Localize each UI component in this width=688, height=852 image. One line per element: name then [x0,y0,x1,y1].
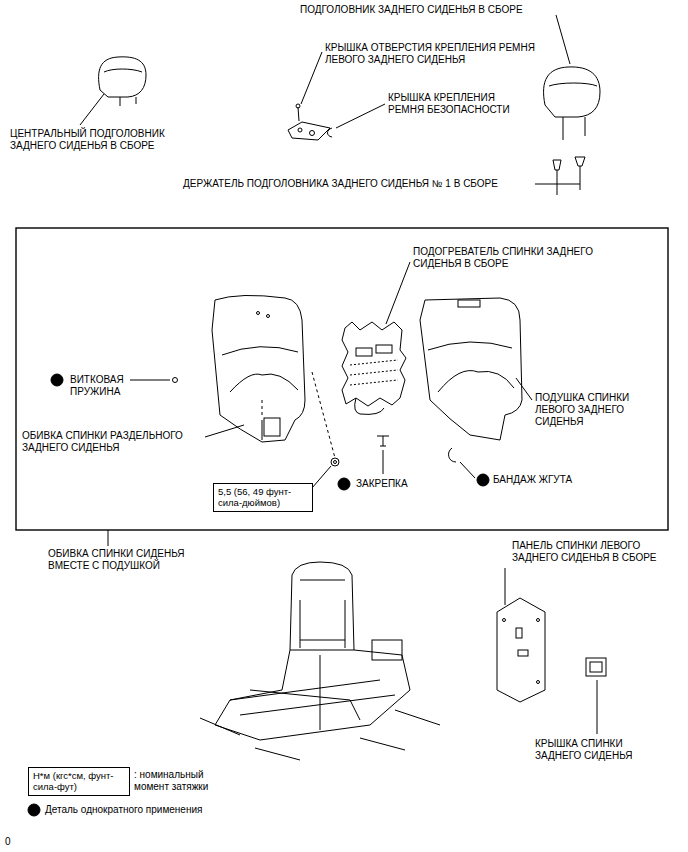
part-label: ПОДГОЛОВНИК ЗАДНЕГО СИДЕНЬЯ В СБОРЕ [300,4,523,16]
part-label: ПАНЕЛЬ СПИНКИ ЛЕВОГО ЗАДНЕГО СИДЕНЬЯ В С… [512,540,682,564]
part-label: ПОДОГРЕВАТЕЛЬ СПИНКИ ЗАДНЕГО СИДЕНЬЯ В С… [413,246,628,270]
part-label: ЗАКРЕПКА [356,478,408,490]
part-label: ВИТКОВАЯ ПРУЖИНА [70,374,140,398]
part-label: ПОДУШКА СПИНКИ ЛЕВОГО ЗАДНЕГО СИДЕНЬЯ [535,392,647,429]
part-label: КРЫШКА СПИНКИ ЗАДНЕГО СИДЕНЬЯ [535,738,655,762]
part-label: КРЫШКА ОТВЕРСТИЯ КРЕПЛЕНИЯ РЕМНЯ ЛЕВОГО … [325,42,540,66]
part-label: ОБИВКА СПИНКИ СИДЕНЬЯ ВМЕСТЕ С ПОДУШКОЙ [48,548,218,572]
box-text: 5,5 (56, 49 фунт-сила-дюймов) [218,486,291,508]
figure-code: 0 [5,836,11,848]
part-label: ДЕРЖАТЕЛЬ ПОДГОЛОВНИКА ЗАДНЕГО СИДЕНЬЯ №… [183,178,498,190]
part-label: ОБИВКА СПИНКИ РАЗДЕЛЬНОГО ЗАДНЕГО СИДЕНЬ… [22,430,222,454]
torque-box: 5,5 (56, 49 фунт-сила-дюймов) [213,483,313,512]
legend-text: Деталь однократного применения [45,804,202,816]
part-label: ЦЕНТРАЛЬНЫЙ ПОДГОЛОВНИК ЗАДНЕГО СИДЕНЬЯ … [10,128,195,152]
part-label: КРЫШКА КРЕПЛЕНИЯ РЕМНЯ БЕЗОПАСНОСТИ [388,92,518,116]
legend-text: : номинальный момент затяжки [134,769,226,793]
legend-torque-box: Н*м (кгс*см, фунт-сила-фут) [28,767,130,796]
box-text: Н*м (кгс*см, фунт-сила-фут) [33,770,114,792]
part-label: БАНДАЖ ЖГУТА [493,474,572,486]
